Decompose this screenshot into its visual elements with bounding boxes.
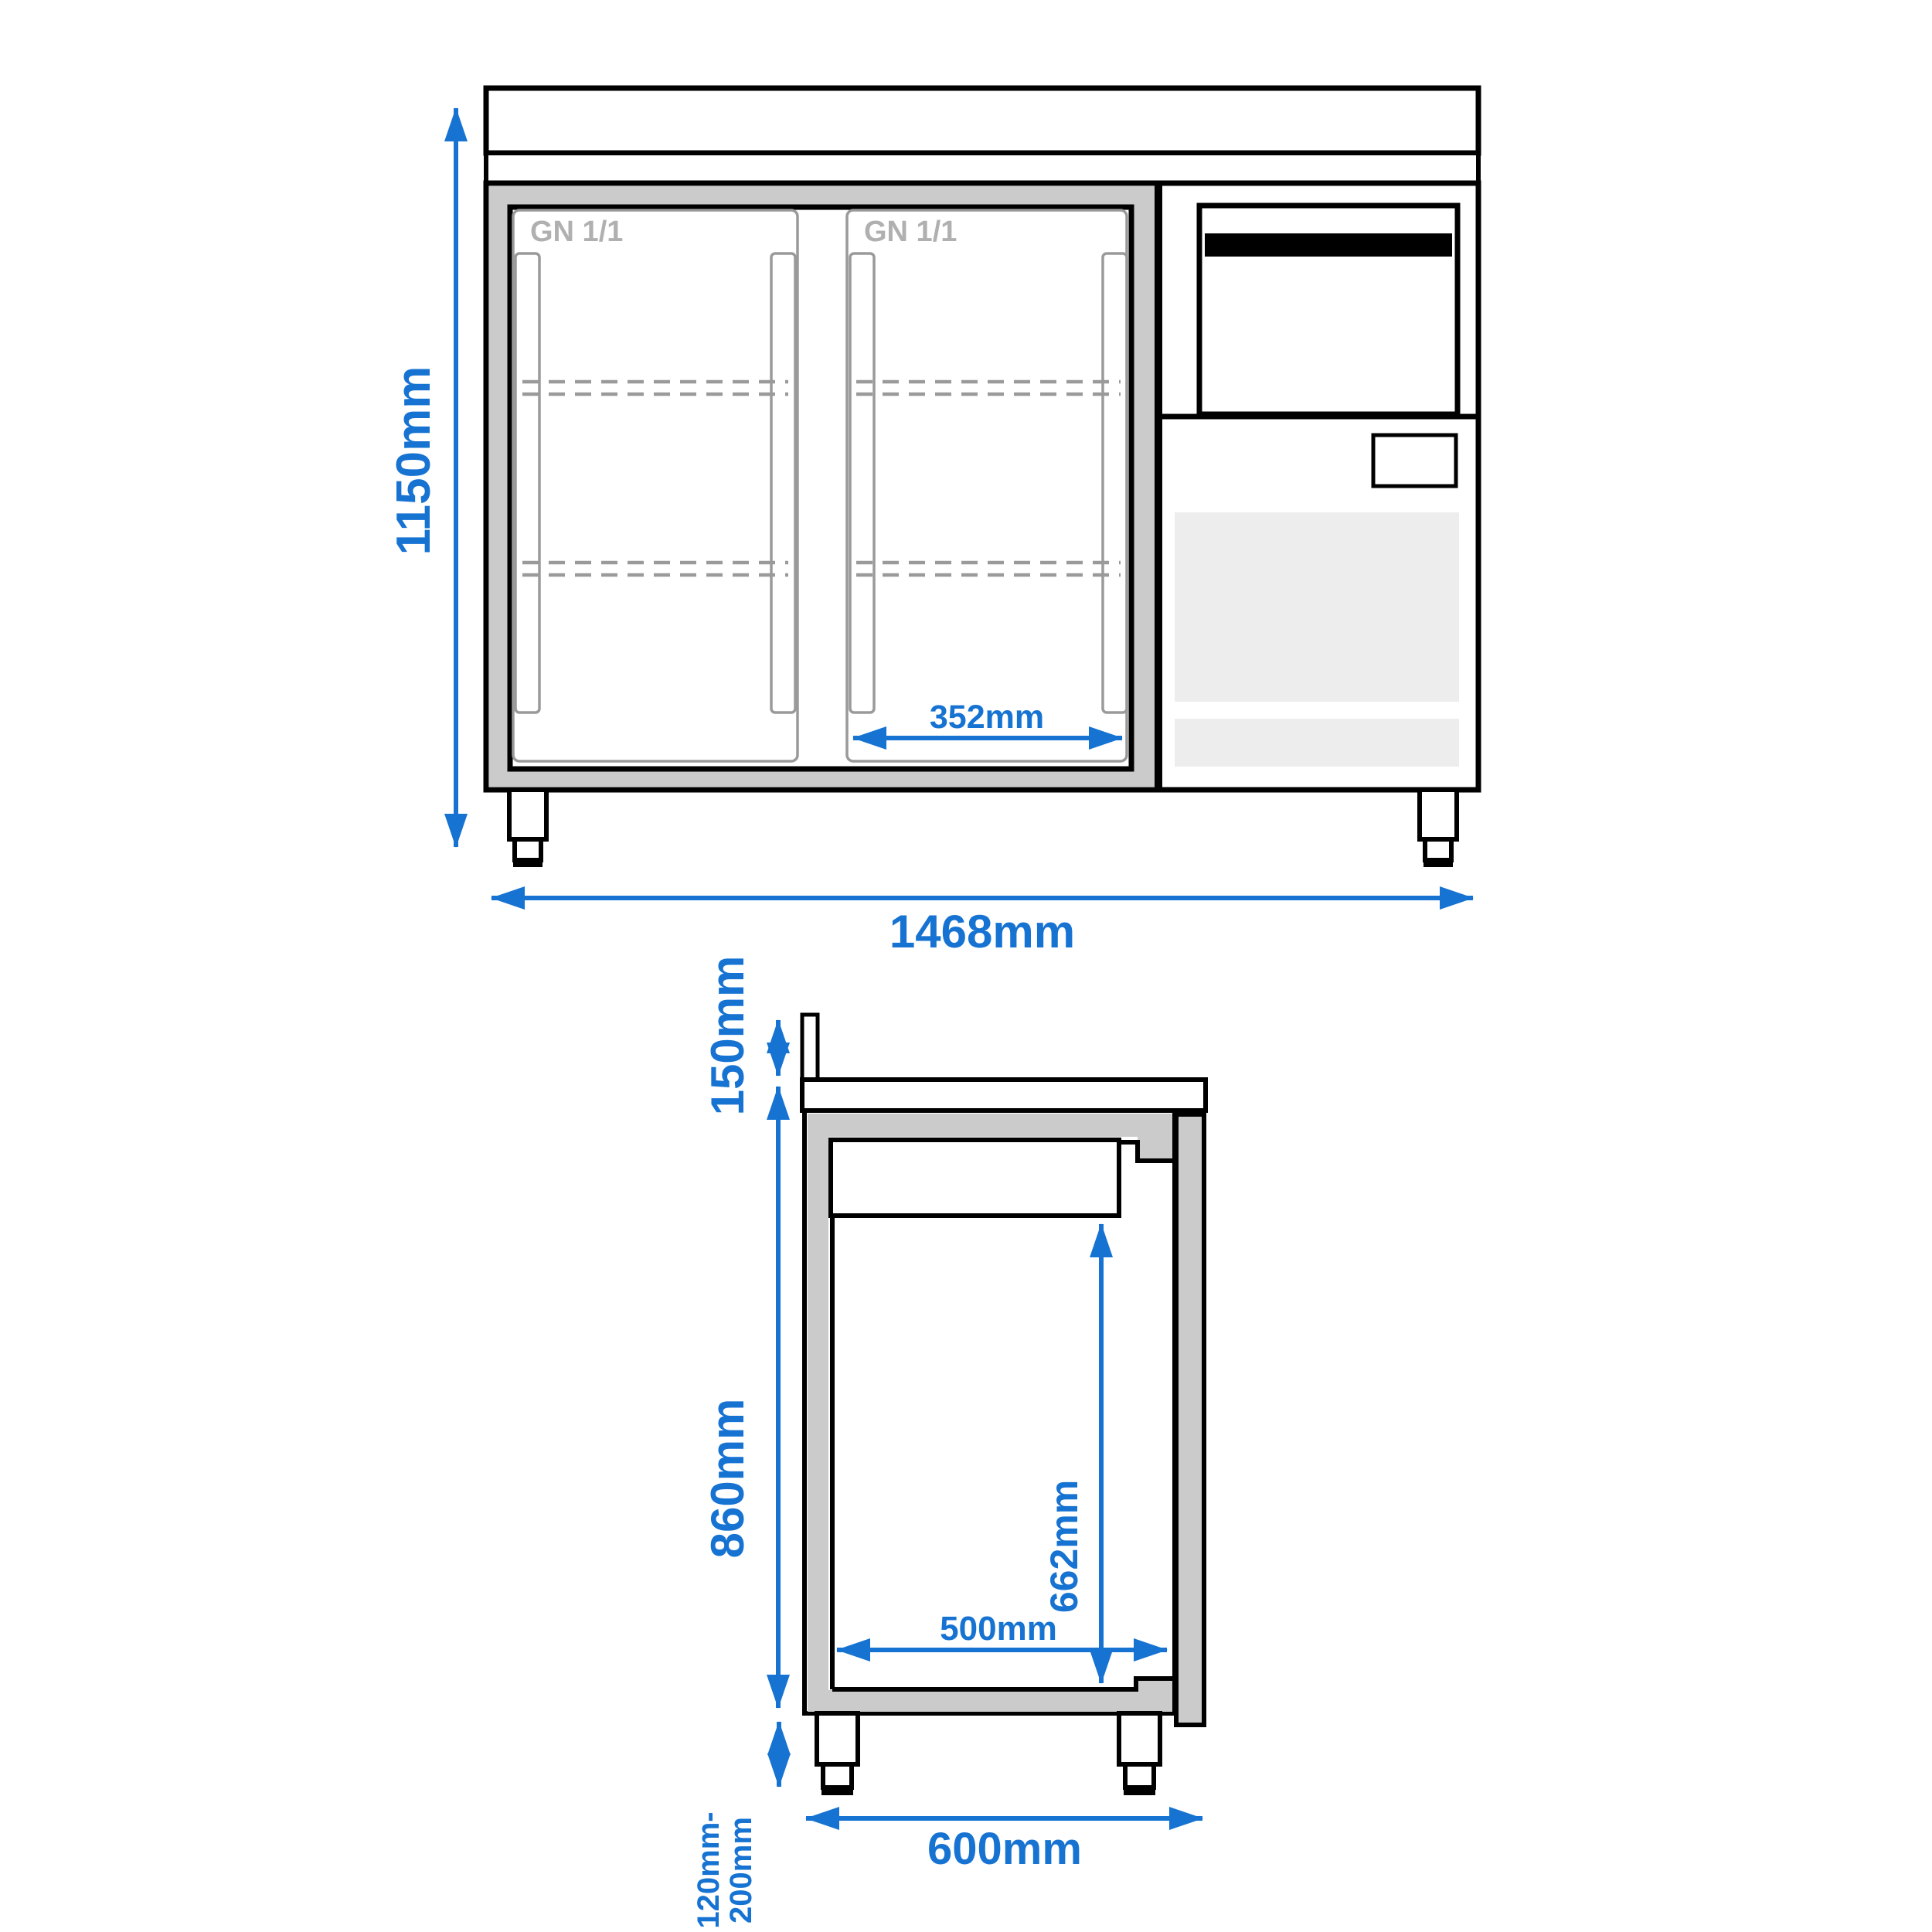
dim-label-overall-height: 1150mm xyxy=(387,366,440,556)
worktop-front xyxy=(483,85,1481,156)
lining-bottom-step xyxy=(1136,1679,1172,1712)
lining-top xyxy=(808,1114,1172,1137)
glass-door-left xyxy=(512,209,799,763)
front-leg-left xyxy=(507,787,549,867)
ice-maker-door-stripe xyxy=(1205,233,1452,257)
dim-label-interior-height: 662mm xyxy=(1043,1480,1086,1613)
ice-maker-vent-grille-lower xyxy=(1175,719,1459,767)
worktop-side xyxy=(800,1077,1208,1113)
glass-door-left-handle-stile xyxy=(770,252,797,714)
leg-upper xyxy=(1117,1711,1162,1767)
fridge-door-opening xyxy=(507,204,1134,772)
dim-label-interior-depth: 500mm xyxy=(940,1610,1057,1648)
splashback-side xyxy=(800,1012,820,1087)
dim-label-leg-height-line2: 200mm xyxy=(724,1817,758,1923)
side-leg-right xyxy=(1117,1711,1162,1795)
glass-door-right-handle-stile xyxy=(849,252,876,714)
leg-foot xyxy=(512,837,543,862)
leg-upper xyxy=(815,1711,860,1767)
dim-label-overall-width: 1468mm xyxy=(889,906,1075,957)
leg-upper xyxy=(1417,787,1459,842)
lining-top-right-block xyxy=(1138,1114,1172,1162)
gn-label-left-door: GN 1/1 xyxy=(530,216,623,248)
glass-door-right-outer-stile xyxy=(1101,252,1128,714)
front-leg-right xyxy=(1417,787,1459,867)
dim-label-splashback-height: 150mm xyxy=(702,956,753,1116)
leg-base-pad xyxy=(513,859,543,867)
lining-bottom xyxy=(808,1690,1172,1712)
lining-top-step-outline xyxy=(1119,1140,1172,1163)
evaporator-housing xyxy=(828,1138,1121,1218)
lining-left xyxy=(808,1114,828,1711)
leg-base-pad xyxy=(1124,1787,1155,1795)
door-panel-side xyxy=(1174,1112,1206,1727)
side-leg-left xyxy=(815,1711,860,1795)
dim-label-overall-depth: 600mm xyxy=(927,1824,1082,1874)
dim-label-worktop-height: 860mm xyxy=(702,1399,753,1559)
leg-upper xyxy=(507,787,549,842)
dim-label-door-width: 352mm xyxy=(930,699,1044,736)
interior-floor xyxy=(832,1676,1172,1692)
ice-maker-vent-grille-upper xyxy=(1175,512,1459,702)
side-view: 150mm 860mm 662mm 500mm 600mm 120mm- 200… xyxy=(692,956,1208,1929)
ice-maker-control-panel xyxy=(1371,433,1458,488)
gn-label-right-door: GN 1/1 xyxy=(864,216,957,248)
glass-door-left-outer-stile xyxy=(514,252,541,714)
leg-base-pad xyxy=(821,1787,853,1795)
leg-foot xyxy=(1123,1762,1156,1790)
front-view: GN 1/1 GN 1/1 1150mm 1468m xyxy=(387,85,1481,957)
leg-base-pad xyxy=(1423,859,1453,867)
dim-label-leg-height-line1: 120mm- xyxy=(692,1811,726,1928)
leg-foot xyxy=(1423,837,1454,862)
worktop-edge-front xyxy=(484,151,1481,185)
leg-foot xyxy=(821,1762,854,1790)
